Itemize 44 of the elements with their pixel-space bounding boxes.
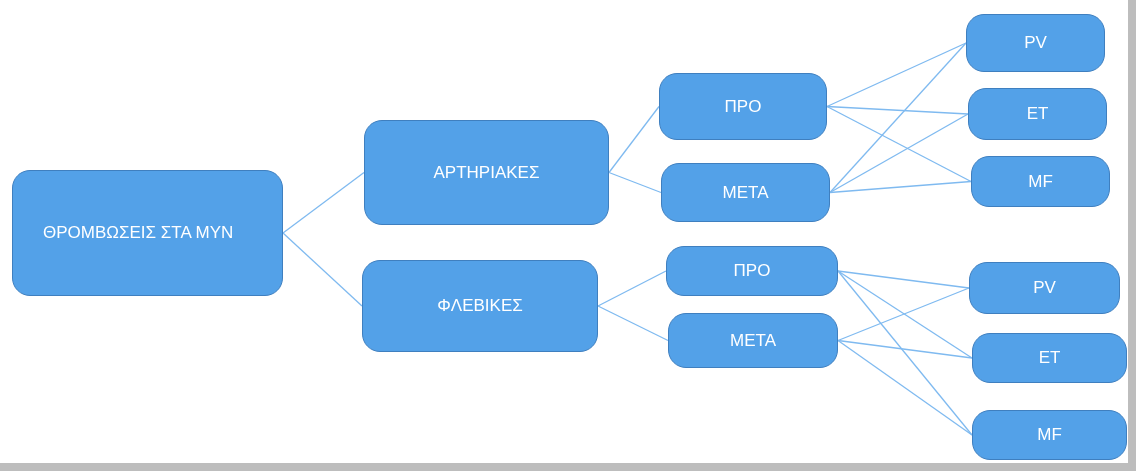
node-label: PV (1033, 278, 1056, 298)
process-box (969, 262, 1120, 314)
process-box (666, 246, 838, 296)
connector-line (282, 232, 363, 307)
connector-line (826, 42, 967, 108)
process-box (659, 73, 827, 140)
node-label: ET (1038, 348, 1061, 368)
connector-line (826, 105, 972, 183)
node-label: PV (1024, 33, 1047, 53)
connector-line (837, 287, 970, 342)
connector-line (608, 105, 660, 174)
node-label: ΘΡΟΜΒΩΣΕΙΣ ΣΤΑ ΜΥΝ (43, 223, 234, 243)
process-box (661, 163, 830, 222)
process-box (972, 410, 1127, 460)
connector-line (829, 42, 967, 194)
process-box (966, 14, 1105, 72)
node-label: ΑΡΤΗΡΙΑΚΕΣ (433, 162, 540, 183)
connector-line (608, 171, 662, 194)
process-box (972, 333, 1127, 383)
connector-line (829, 180, 972, 194)
process-box (362, 260, 598, 352)
connector-line (837, 270, 973, 436)
process-box (971, 156, 1110, 207)
connector-line (837, 339, 973, 359)
process-box (968, 88, 1107, 140)
connector-line (597, 270, 667, 307)
connector-line (837, 339, 973, 436)
node-label: ΜΕΤΑ (730, 330, 776, 351)
process-box (668, 313, 838, 368)
connector-line (837, 270, 973, 359)
process-box (12, 170, 283, 296)
node-label: ΦΛΕΒΙΚΕΣ (437, 296, 523, 316)
connector-line (837, 270, 970, 289)
node-label: ET (1026, 104, 1049, 124)
process-box (364, 120, 609, 225)
node-label: MF (1028, 171, 1053, 192)
connector-line (829, 113, 969, 194)
node-label: ΠΡΟ (733, 261, 771, 281)
connector-line (826, 105, 969, 115)
connector-line (597, 305, 669, 342)
node-label: MF (1037, 425, 1062, 445)
node-label: ΠΡΟ (724, 96, 762, 117)
node-label: ΜΕΤΑ (722, 182, 769, 203)
connector-line (282, 171, 365, 234)
